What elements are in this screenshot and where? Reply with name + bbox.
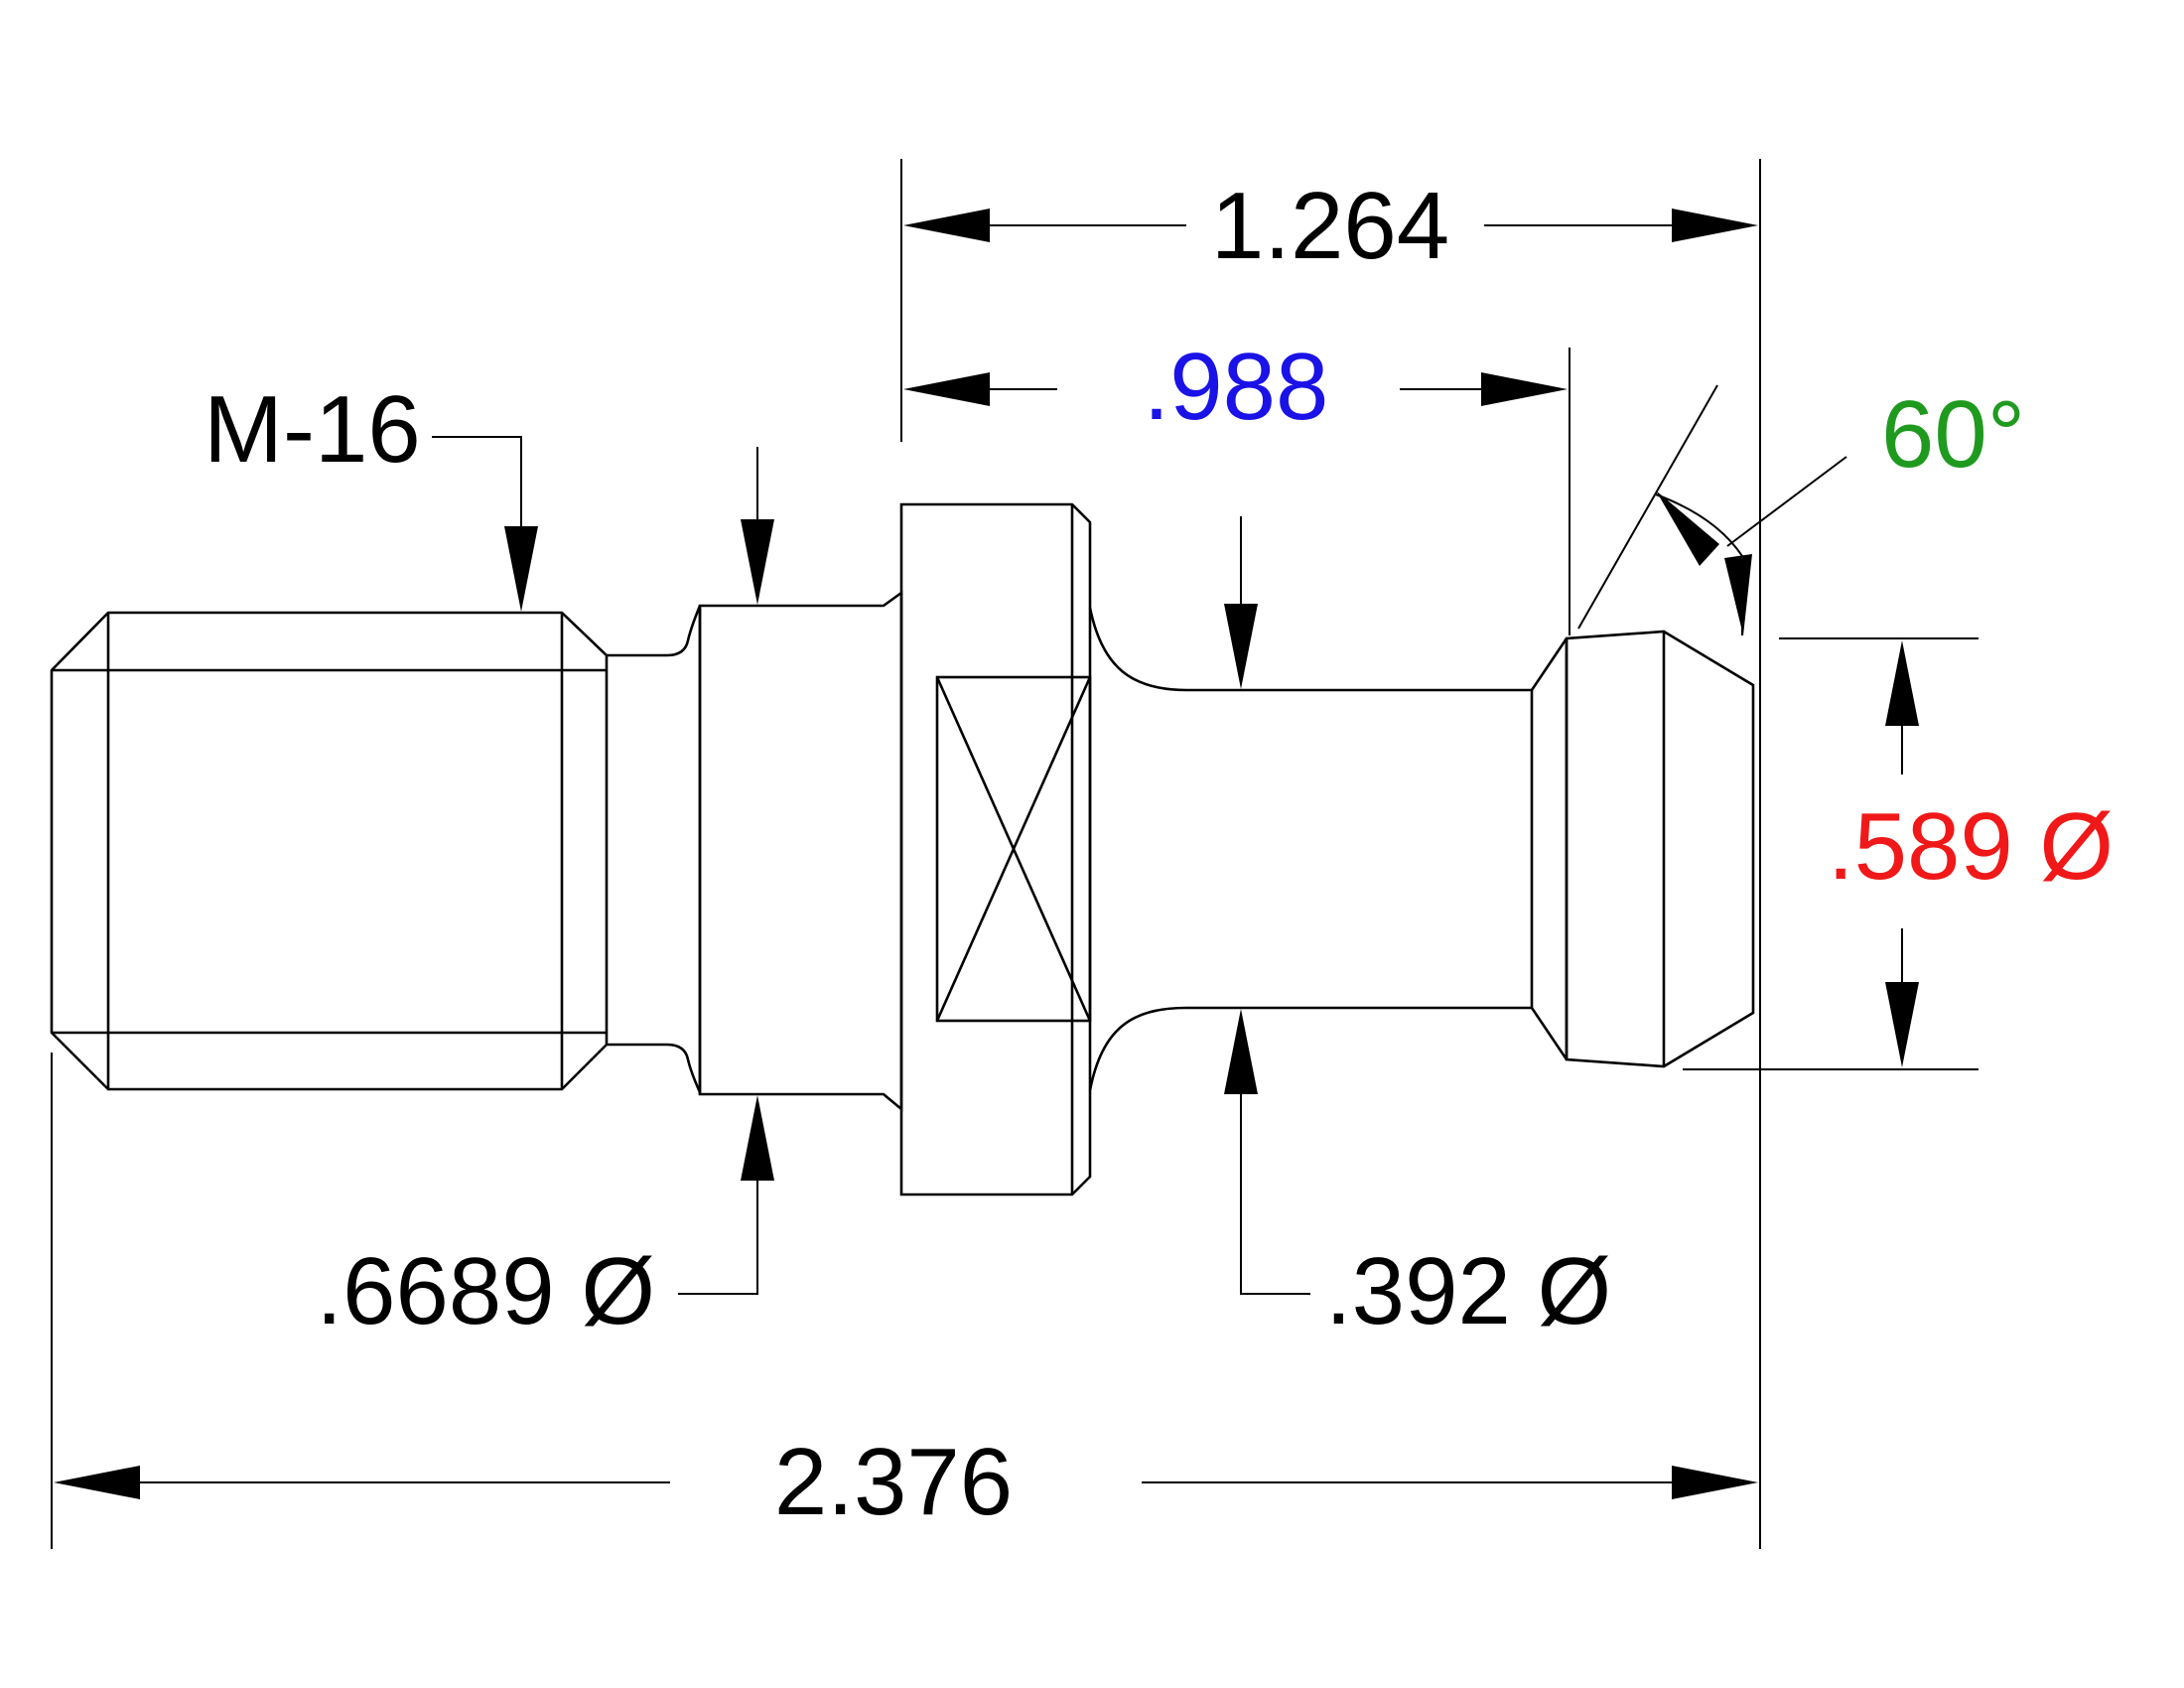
angle-label: 60° — [1881, 381, 2025, 488]
head-length-label: 1.264 — [1211, 173, 1449, 279]
threaded-shank — [50, 611, 609, 1091]
dimension-overall-length: 2.376 — [51, 1053, 1758, 1549]
neck — [1088, 607, 1569, 1091]
part-outline — [50, 502, 1755, 1196]
head-diameter-label: .589 Ø — [1828, 793, 2114, 900]
collar-diameter-label: .6689 Ø — [316, 1238, 655, 1344]
dimension-head-diameter: .589 Ø — [1683, 637, 2114, 1070]
dimension-neck-length: .988 — [903, 334, 1570, 635]
thread-relief-groove — [607, 605, 702, 1093]
dimension-angle: 60° — [1577, 381, 2025, 635]
neck-diameter-label: .392 Ø — [1325, 1238, 1611, 1344]
dimension-neck-diameter: .392 Ø — [1224, 516, 1611, 1344]
neck-length-label: .988 — [1144, 334, 1329, 440]
head — [1530, 630, 1755, 1068]
flange — [899, 502, 1092, 1196]
dimension-collar-diameter: .6689 Ø — [316, 447, 774, 1344]
thread-label: M-16 — [204, 376, 421, 483]
collar — [698, 590, 903, 1112]
overall-length-label: 2.376 — [774, 1429, 1013, 1535]
dimension-head-length: 1.264 — [900, 159, 1761, 1549]
dimension-thread: M-16 — [204, 376, 538, 612]
